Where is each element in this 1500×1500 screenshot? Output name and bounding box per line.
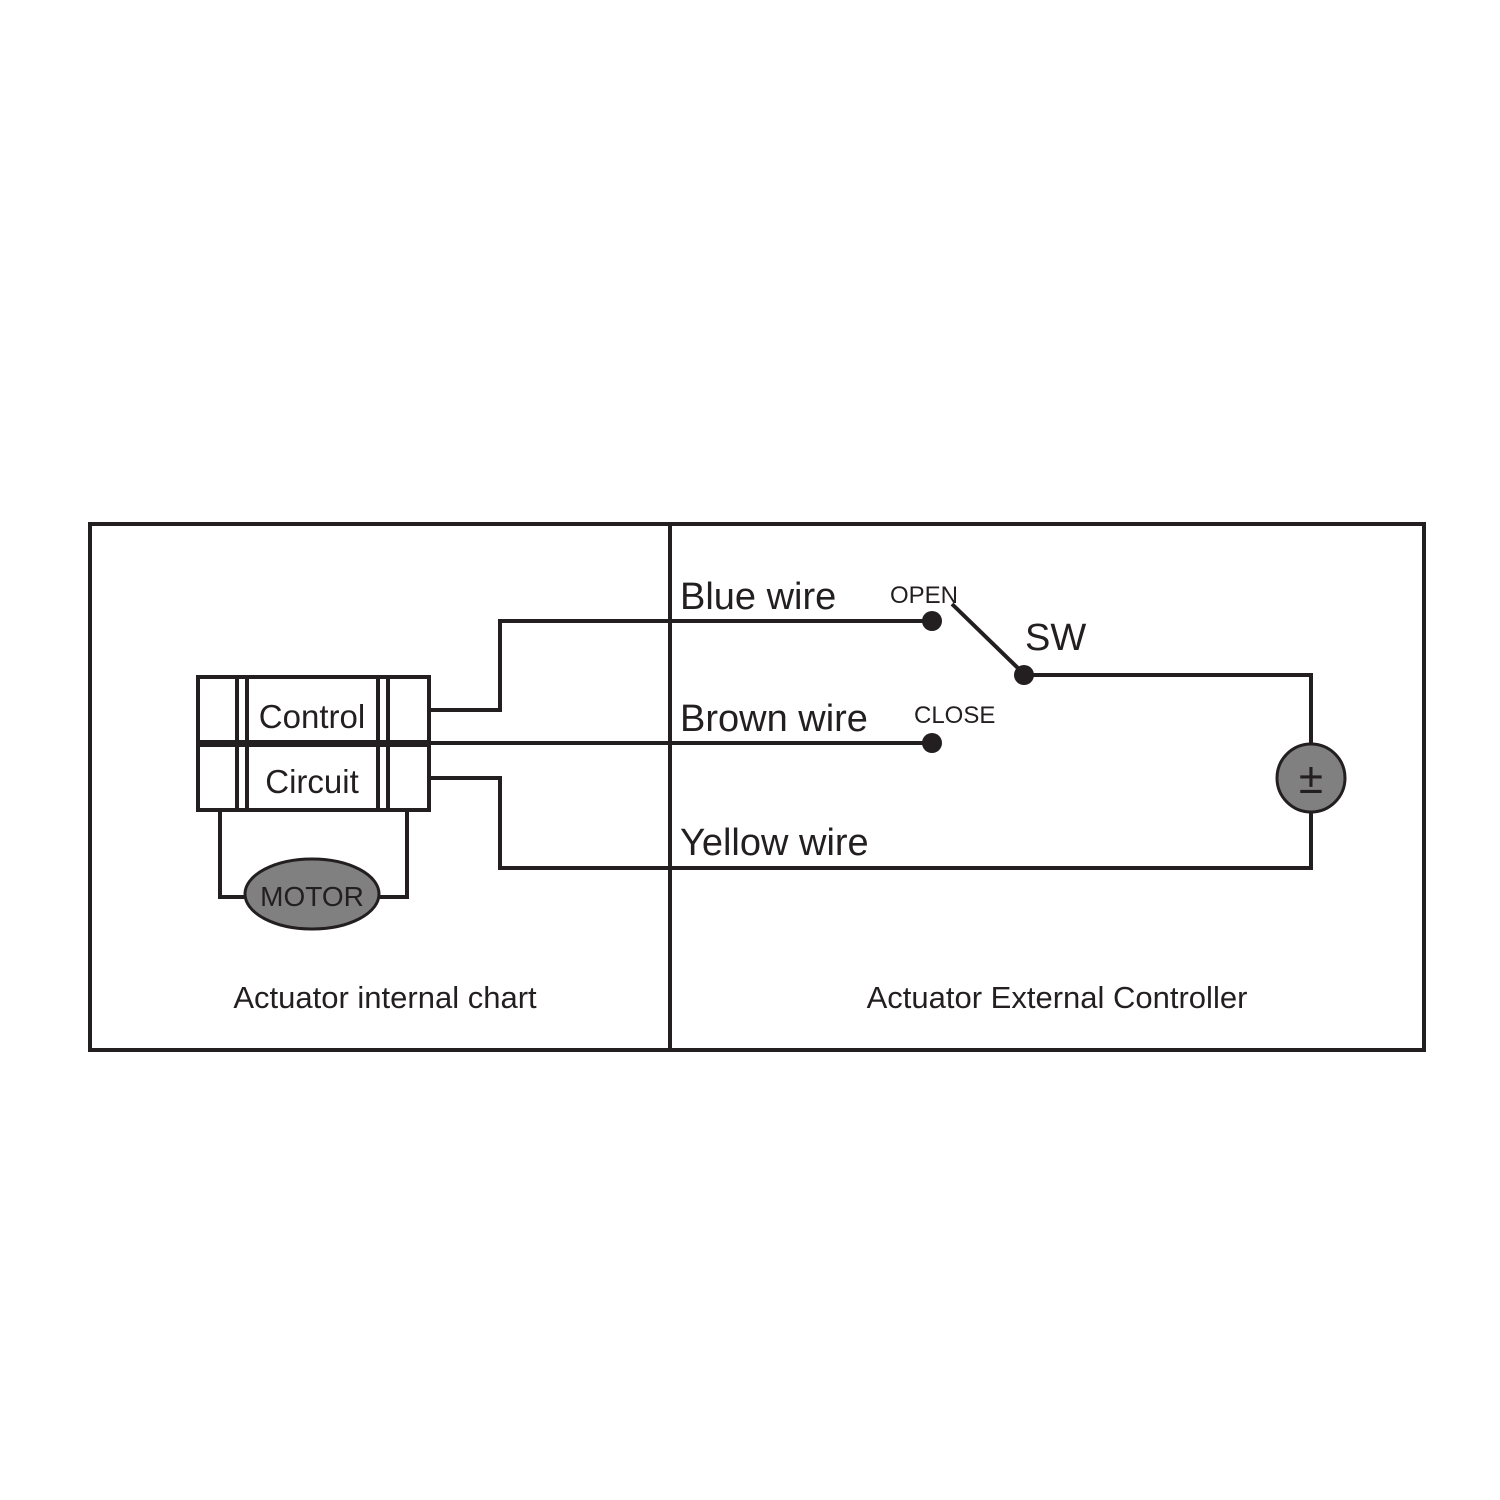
close-terminal-dot: [922, 733, 942, 753]
control-label: Control: [259, 698, 365, 735]
switch-to-power-line: [1024, 673, 1313, 744]
yellow-wire-label: Yellow wire: [680, 822, 869, 864]
right-panel-caption: Actuator External Controller: [867, 980, 1248, 1015]
switch-blade: [950, 602, 1026, 676]
circuit-label: Circuit: [265, 763, 359, 800]
motor-icon: [243, 857, 381, 931]
power-source-icon: [1275, 742, 1347, 814]
switch-label: SW: [1025, 617, 1086, 659]
motor-label: MOTOR: [260, 881, 364, 912]
blue-wire-line: [429, 619, 932, 712]
motor-wire-right: [377, 810, 409, 899]
power-symbol: ±: [1299, 754, 1323, 803]
left-panel-caption: Actuator internal chart: [233, 980, 537, 1015]
control-circuit-block: [196, 675, 431, 812]
open-label: OPEN: [890, 582, 958, 609]
diagram-frame: [88, 522, 1426, 1052]
open-terminal-dot: [922, 611, 942, 631]
brown-wire-label: Brown wire: [680, 698, 868, 740]
blue-wire-label: Blue wire: [680, 576, 836, 618]
close-label: CLOSE: [914, 702, 995, 729]
motor-wire-left: [218, 810, 248, 899]
yellow-wire-line: [429, 776, 1313, 870]
switch-pivot-dot: [1014, 665, 1034, 685]
